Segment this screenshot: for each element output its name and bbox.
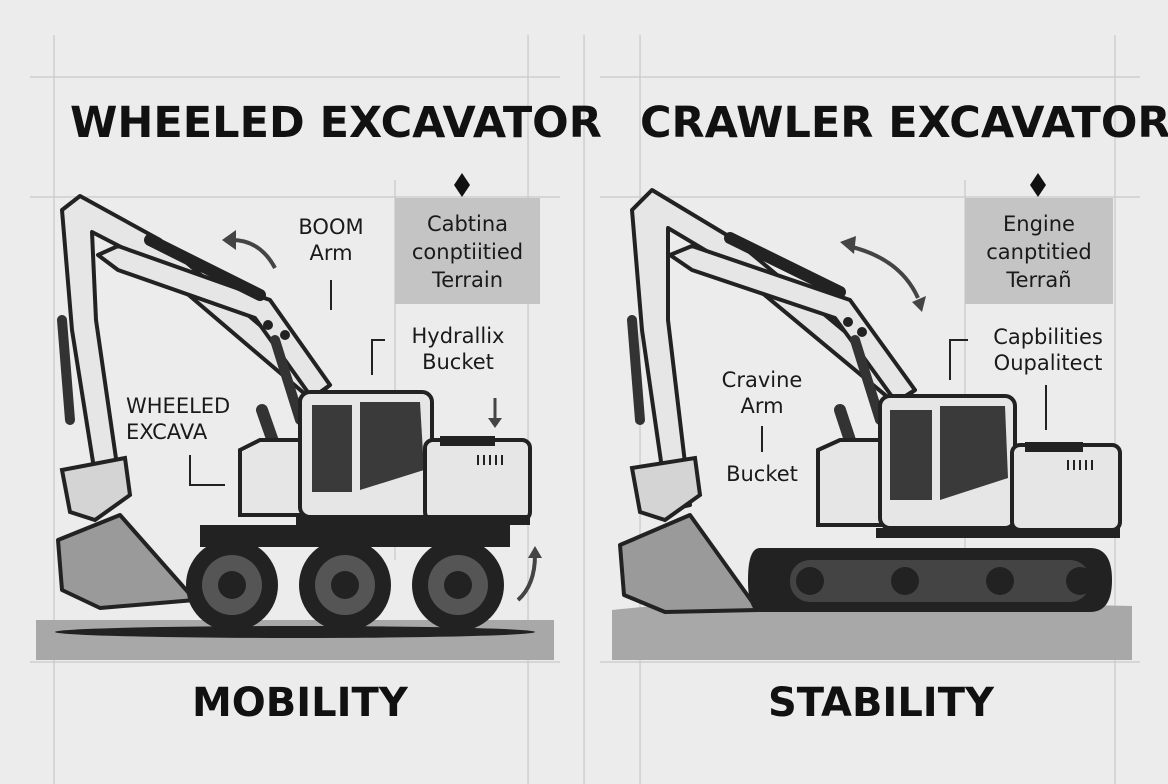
left-box-line-1: Cabtina: [426, 212, 509, 236]
label-excava: EXCAVA: [126, 420, 208, 444]
right-footer: STABILITY: [768, 680, 994, 726]
label-capabilities: Capbilities Oupalitect: [978, 324, 1118, 376]
bucket: [56, 513, 197, 610]
double-arrow-icon: [847, 244, 920, 299]
label-wheeled-excava: WHEELED EXCAVA: [126, 393, 252, 445]
curved-arrow-icon: [231, 238, 277, 269]
diamond-icon: [454, 173, 470, 197]
left-box-line-2: conptiitied: [411, 240, 524, 264]
right-box-line-3: Terrañ: [1006, 268, 1072, 292]
label-right-arm: Arm: [740, 394, 784, 418]
label-hydraulic-bucket: Hydrallix Bucket: [398, 323, 518, 375]
label-cravine-arm: Cravine Arm: [712, 367, 812, 419]
right-label-box: Engine canptitied Terrañ: [965, 198, 1113, 304]
crawler-excavator-illustration: [612, 188, 1132, 660]
ground-dirt: [612, 603, 1132, 660]
label-boom-arm: BOOM Arm: [288, 214, 374, 266]
left-annotations: [189, 173, 542, 602]
right-box-line-2: canptitied: [986, 240, 1092, 264]
label-right-bucket: Bucket: [726, 462, 798, 486]
left-footer: MOBILITY: [192, 680, 408, 726]
curved-arrow-icon: [516, 554, 537, 602]
right-box-line-1: Engine: [1003, 212, 1075, 236]
label-wheeled: WHEELED: [126, 394, 231, 418]
label-boom: BOOM: [298, 215, 364, 239]
left-label-box: Cabtina conptiitied Terrain: [395, 198, 540, 304]
left-box-line-3: Terrain: [431, 268, 504, 292]
label-arm: Arm: [309, 241, 353, 265]
left-title: WHEELED EXCAVATOR: [70, 98, 602, 148]
label-hydrallix: Hydrallix: [411, 324, 505, 348]
diamond-icon: [1030, 173, 1046, 197]
bucket: [618, 513, 760, 614]
label-cravine: Cravine: [721, 368, 803, 392]
label-capbilities: Capbilities: [993, 325, 1103, 349]
label-bucket: Bucket: [422, 350, 494, 374]
right-title: CRAWLER EXCAVATOR: [640, 98, 1168, 148]
wheeled-excavator-illustration: [36, 194, 554, 660]
right-annotations: [761, 173, 1047, 452]
label-oupalitect: Oupalitect: [993, 351, 1103, 375]
wheels: [186, 539, 504, 631]
